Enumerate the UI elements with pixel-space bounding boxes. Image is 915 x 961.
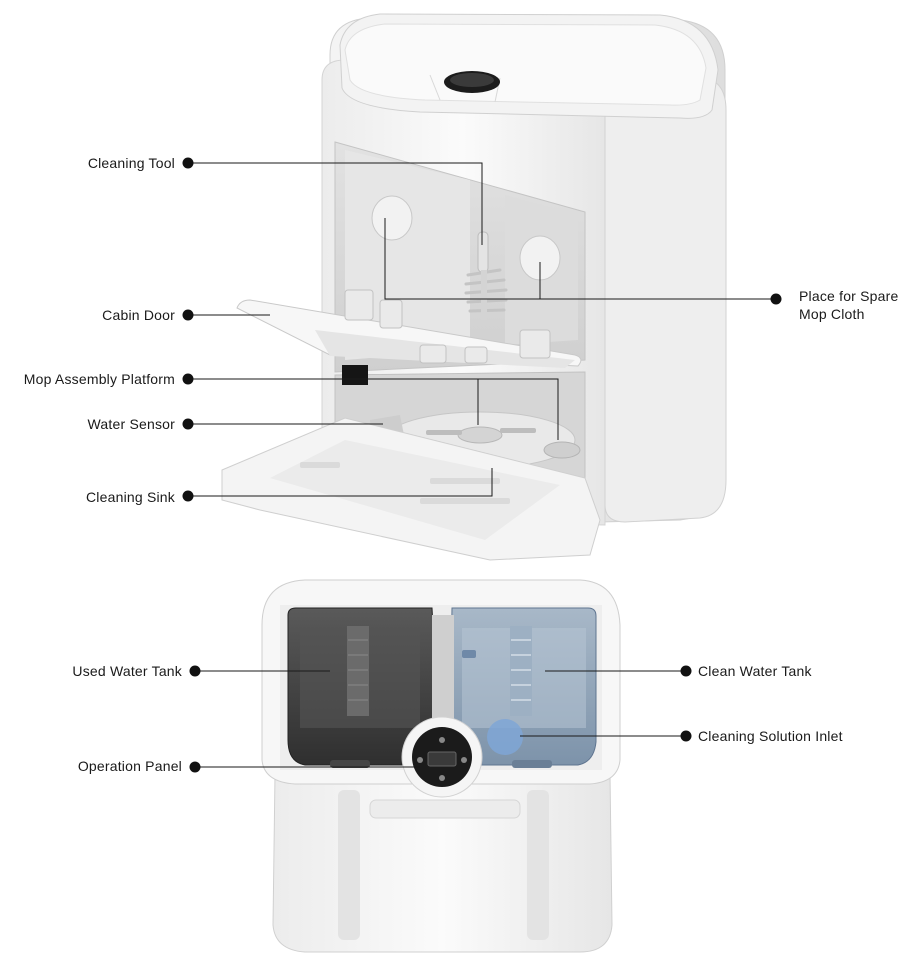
- leader-lines: [188, 162, 776, 768]
- base-dot-pattern: [338, 790, 549, 940]
- label-spare-mop-cloth-line2: Mop Cloth: [799, 306, 865, 322]
- clean-water-tank-shape: [449, 607, 597, 766]
- sink-texture-dots: [300, 462, 510, 504]
- cleaning-solution-inlet-shape: [487, 719, 523, 755]
- label-cleaning-solution-inlet: Cleaning Solution Inlet: [698, 728, 843, 744]
- label-water-sensor: Water Sensor: [87, 416, 175, 432]
- label-cleaning-tool: Cleaning Tool: [87, 155, 175, 171]
- label-cleaning-sink: Cleaning Sink: [86, 489, 175, 505]
- label-mop-assembly-platform: Mop Assembly Platform: [23, 371, 175, 387]
- label-spare-mop-cloth-line1: Place for Spare: [799, 288, 899, 304]
- label-clean-water-tank: Clean Water Tank: [698, 663, 812, 679]
- operation-panel-shape: [401, 716, 483, 798]
- label-used-water-tank: Used Water Tank: [72, 663, 182, 679]
- used-water-tank-shape: [287, 607, 439, 766]
- label-cabin-door: Cabin Door: [102, 307, 175, 323]
- cabin-door-clips: [344, 289, 551, 364]
- label-operation-panel: Operation Panel: [77, 758, 182, 774]
- mop-pad-grip: [426, 428, 536, 435]
- leader-dots: [182, 157, 782, 773]
- station-body-bottom: [261, 579, 621, 953]
- label-spare-mop-cloth: Place for Spare Mop Cloth: [799, 287, 899, 323]
- station-body-top: [221, 13, 727, 561]
